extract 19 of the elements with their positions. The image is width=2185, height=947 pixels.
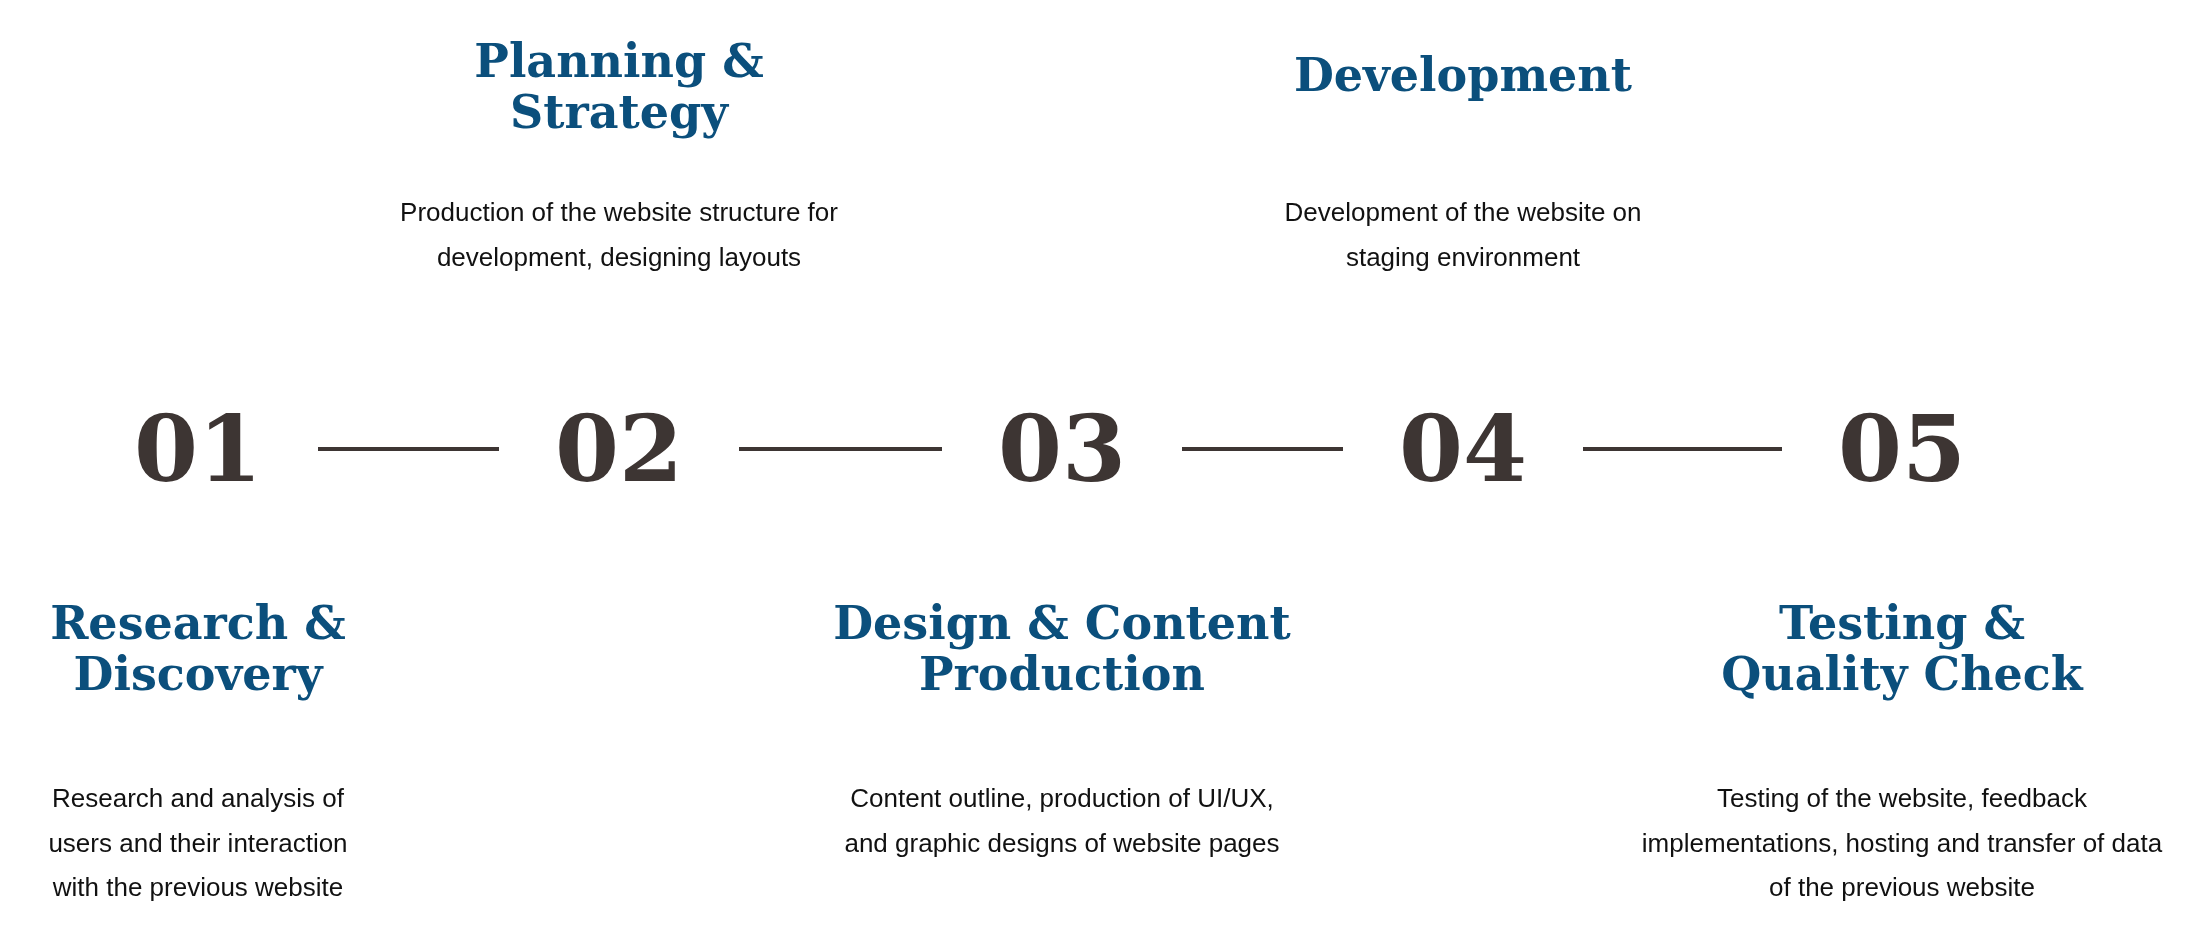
step-title: Testing & Quality Check: [1720, 598, 2085, 700]
step-title: Design & Content Production: [832, 598, 1292, 700]
step-description: Development of the website on staging environment: [1283, 196, 1643, 274]
connector-line: [739, 447, 942, 451]
step-number: 05: [1782, 403, 2022, 495]
step-description: Production of the website structure for development, designing layouts: [399, 196, 839, 274]
step-number: 01: [78, 403, 318, 495]
step-title: Research & Discovery: [49, 598, 347, 700]
step-number: 04: [1343, 403, 1583, 495]
step-description: Research and analysis of users and their interaction with the previous website: [47, 782, 349, 905]
connector-line: [1583, 447, 1782, 451]
step-title: Planning & Strategy: [473, 36, 765, 138]
step-title: Development: [1292, 50, 1634, 101]
step-number: 02: [499, 403, 739, 495]
connector-line: [1182, 447, 1343, 451]
connector-line: [318, 447, 499, 451]
step-number: 03: [942, 403, 1182, 495]
step-description: Testing of the website, feedback implementations, hosting and transfer of data of the previous website: [1640, 782, 2164, 905]
step-description: Content outline, production of UI/UX, and graphic designs of website pages: [843, 782, 1281, 860]
